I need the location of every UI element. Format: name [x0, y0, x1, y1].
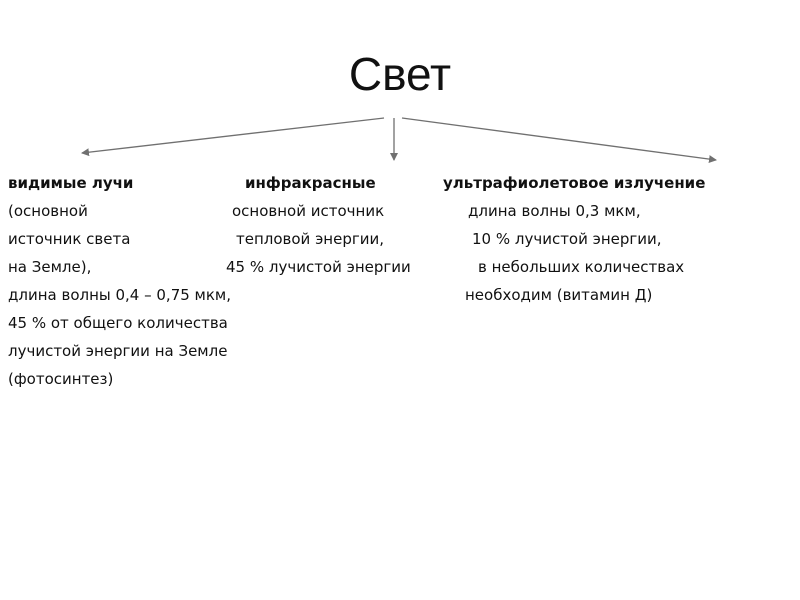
- arrow-to-ultraviolet: [401, 117, 717, 164]
- infrared-line: тепловой энергии,: [236, 230, 385, 248]
- ultraviolet-line: необходим (витамин Д): [465, 286, 653, 304]
- infrared-heading: инфракрасные: [245, 174, 376, 192]
- infrared-line: 45 % лучистой энергии: [226, 258, 411, 276]
- visible-rays-line: длина волны 0,4 – 0,75 мкм,: [8, 286, 232, 304]
- arrow-to-visible-rays: [81, 117, 385, 157]
- visible-rays-line: (фотосинтез): [8, 370, 114, 388]
- ultraviolet-heading: ультрафиолетовое излучение: [443, 174, 706, 192]
- ultraviolet-line: 10 % лучистой энергии,: [472, 230, 662, 248]
- visible-rays-heading: видимые лучи: [8, 174, 134, 192]
- ultraviolet-line: длина волны 0,3 мкм,: [468, 202, 641, 220]
- visible-rays-line: 45 % от общего количества: [8, 314, 228, 332]
- infrared-line: основной источник: [232, 202, 385, 220]
- visible-rays-line: (основной: [8, 202, 88, 220]
- visible-rays-line: источник света: [8, 230, 131, 248]
- ultraviolet-line: в небольших количествах: [478, 258, 685, 276]
- visible-rays-line: на Земле),: [8, 258, 92, 276]
- visible-rays-line: лучистой энергии на Земле: [8, 342, 228, 360]
- slide-title: Свет: [348, 48, 452, 100]
